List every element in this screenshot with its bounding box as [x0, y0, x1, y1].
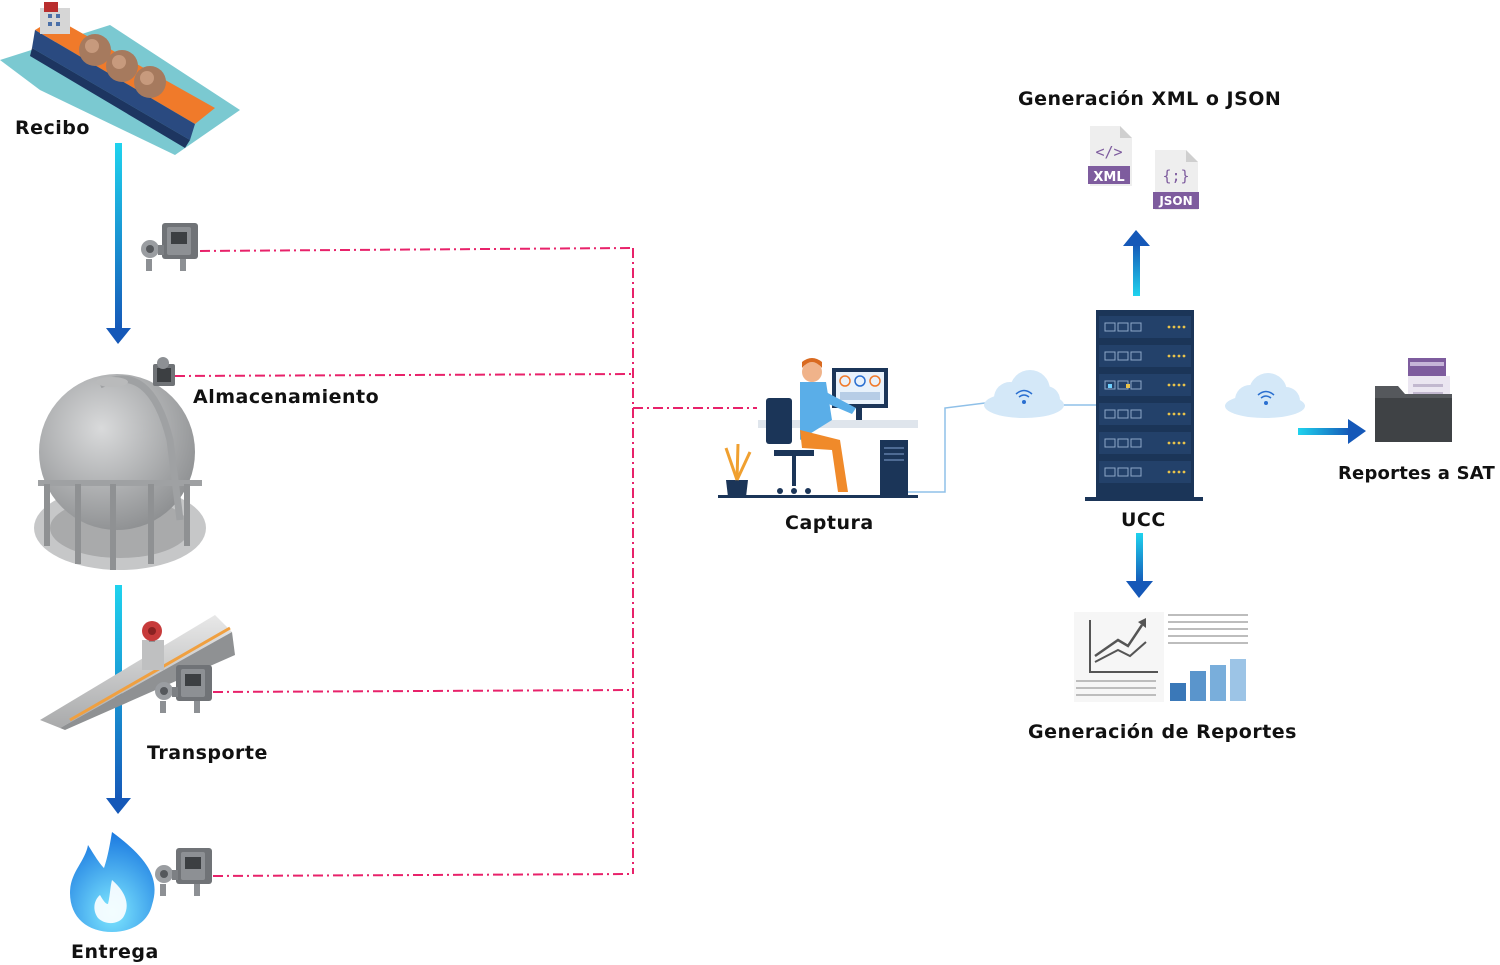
json-badge-text: JSON	[1158, 194, 1192, 208]
label-almacenamiento: Almacenamiento	[193, 386, 380, 408]
folder-icon	[1375, 358, 1452, 442]
network-lines	[908, 402, 1100, 493]
meter-entrega-icon	[155, 848, 212, 896]
cloud-icon-1	[984, 370, 1064, 418]
xml-symbol-text: </>	[1095, 143, 1122, 161]
label-generacion-reportes: Generación de Reportes	[1028, 721, 1297, 743]
label-transporte: Transporte	[147, 742, 268, 764]
meter-almacenamiento-icon	[153, 357, 175, 386]
xml-badge-text: XML	[1093, 170, 1124, 185]
json-symbol-text: {;}	[1162, 167, 1189, 185]
flow-arrow-sat	[1298, 419, 1366, 444]
pipeline-icon	[40, 615, 235, 730]
label-ucc: UCC	[1121, 509, 1166, 531]
xml-file-icon	[1088, 126, 1132, 186]
flow-arrow-ucc-reportes	[1126, 533, 1153, 598]
link-entrega-meter	[212, 873, 634, 877]
label-captura: Captura	[785, 512, 874, 534]
cloud-icon-2	[1225, 373, 1305, 418]
dashed-links	[174, 247, 757, 877]
json-file-icon	[1153, 150, 1199, 210]
meter-recibo-icon	[141, 223, 198, 271]
link-transporte-meter	[212, 689, 634, 693]
link-almacenamiento-meter	[174, 373, 634, 377]
report-charts-icon	[1074, 612, 1248, 702]
link-recibo-meter	[199, 247, 634, 252]
workstation-icon	[718, 358, 918, 498]
flow-arrow-recibo-almacenamiento	[106, 143, 131, 344]
flow-arrow-ucc-xml	[1123, 230, 1150, 296]
label-entrega: Entrega	[71, 941, 159, 963]
label-reportes-sat: Reportes a SAT	[1338, 463, 1495, 484]
label-generacion-xml-json: Generación XML o JSON	[1018, 88, 1282, 110]
server-rack-icon	[1085, 310, 1203, 501]
flame-icon	[70, 832, 155, 932]
label-recibo: Recibo	[15, 117, 90, 139]
ship-icon	[0, 2, 240, 155]
storage-tank-icon	[34, 374, 206, 570]
